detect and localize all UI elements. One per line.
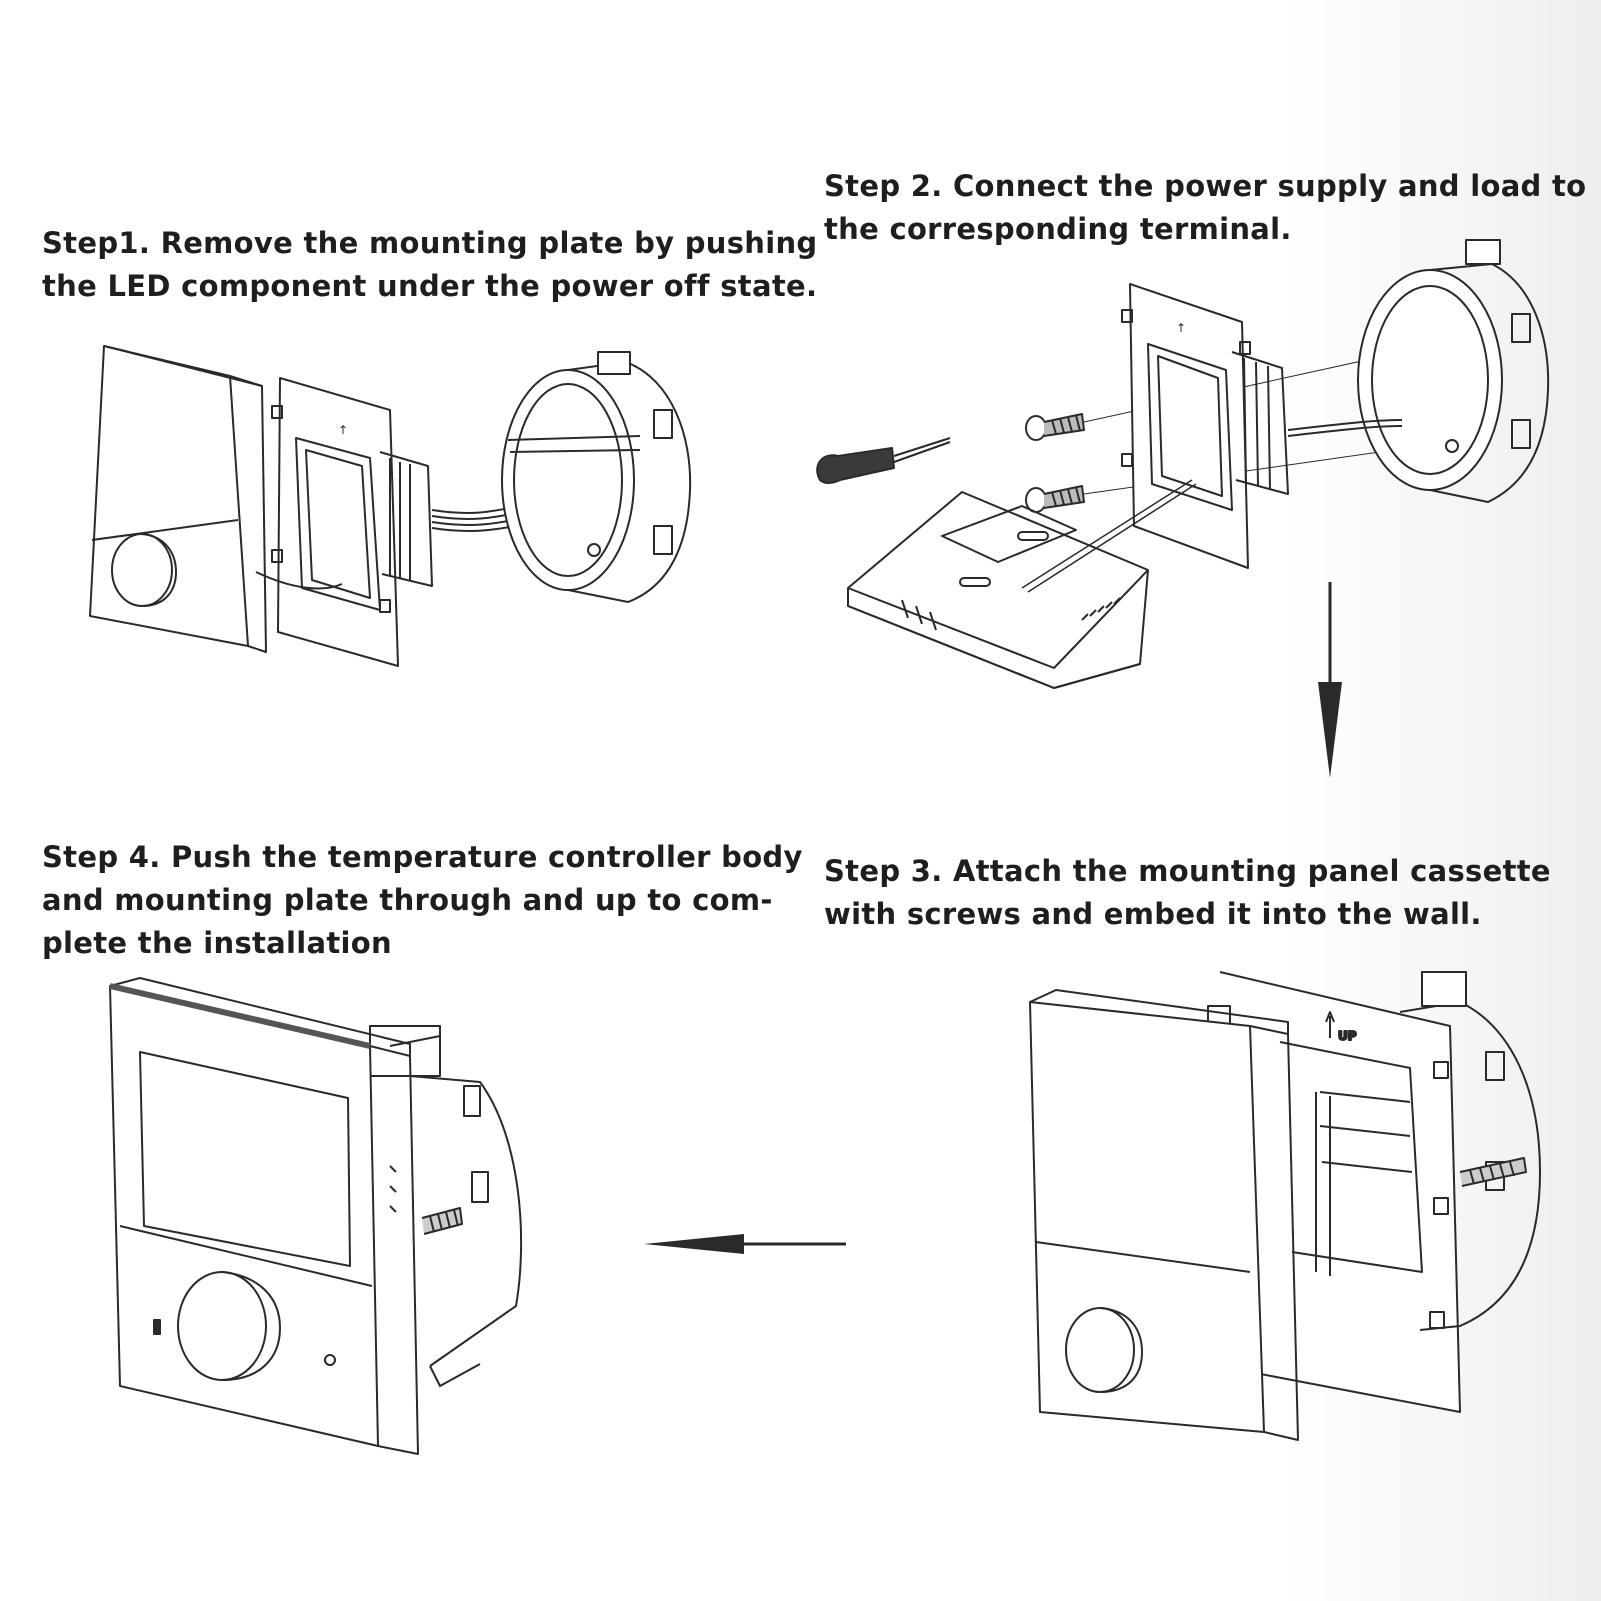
step-3-knob <box>1066 1308 1134 1392</box>
step-4-screw <box>422 1208 462 1234</box>
step-2-line-2: the corresponding terminal. <box>824 212 1292 246</box>
step-1-illustration: ↑ <box>80 340 720 680</box>
step-4-knob <box>178 1272 266 1380</box>
step-4-wall-box <box>370 1026 521 1386</box>
mode-icon <box>154 1320 160 1334</box>
step-4-thermostat-panel <box>110 978 418 1454</box>
step-3-line-2: with screws and embed it into the wall. <box>824 897 1482 931</box>
step-2-cassette <box>848 480 1196 688</box>
step-1-wall-box <box>502 352 690 602</box>
step-3-mounting-plate <box>1208 972 1460 1412</box>
step-4-line-3: plete the installation <box>42 926 392 960</box>
step-1-knob <box>112 534 172 606</box>
screw-icon-lower <box>1026 486 1084 512</box>
step-2-terminal-block <box>1232 352 1288 494</box>
step-1-line-2: the LED component under the power off st… <box>42 269 818 303</box>
step-2-mounting-plate: ↑ <box>1122 284 1250 568</box>
step-1-instruction: Step1. Remove the mounting plate by push… <box>42 222 818 308</box>
step-3-wall-box <box>1316 972 1540 1330</box>
step-2-illustration: ↑ <box>812 270 1572 710</box>
screwdriver-icon <box>817 438 950 483</box>
step-4-display <box>140 1052 350 1266</box>
step-3-line-1: Step 3. Attach the mounting panel casset… <box>824 854 1551 888</box>
step-4-illustration <box>100 986 540 1466</box>
up-label: UP <box>1338 1029 1357 1043</box>
step-3-illustration: UP <box>1030 972 1570 1472</box>
arrow-left <box>644 1234 850 1254</box>
screw-icon-upper <box>1026 414 1084 440</box>
step-1-terminal-block <box>380 452 432 586</box>
step-1-mounting-plate: ↑ <box>272 378 398 666</box>
step-2-line-1: Step 2. Connect the power supply and loa… <box>824 169 1587 203</box>
step-4-instruction: Step 4. Push the temperature controller … <box>42 836 803 965</box>
step-4-line-2: and mounting plate through and up to com… <box>42 883 773 917</box>
step-3-thermostat-panel <box>1030 990 1298 1440</box>
power-icon <box>325 1355 335 1365</box>
step-2-instruction: Step 2. Connect the power supply and loa… <box>824 165 1587 251</box>
step-2-wall-box <box>1288 240 1548 502</box>
step-1-line-1: Step1. Remove the mounting plate by push… <box>42 226 818 260</box>
arrow-down <box>1318 582 1342 778</box>
step-3-instruction: Step 3. Attach the mounting panel casset… <box>824 850 1564 936</box>
svg-text:↑: ↑ <box>338 423 348 437</box>
step-3-screw <box>1460 1158 1526 1186</box>
step-1-thermostat-panel <box>90 346 266 652</box>
svg-text:↑: ↑ <box>1176 321 1186 335</box>
step-4-line-1: Step 4. Push the temperature controller … <box>42 840 803 874</box>
